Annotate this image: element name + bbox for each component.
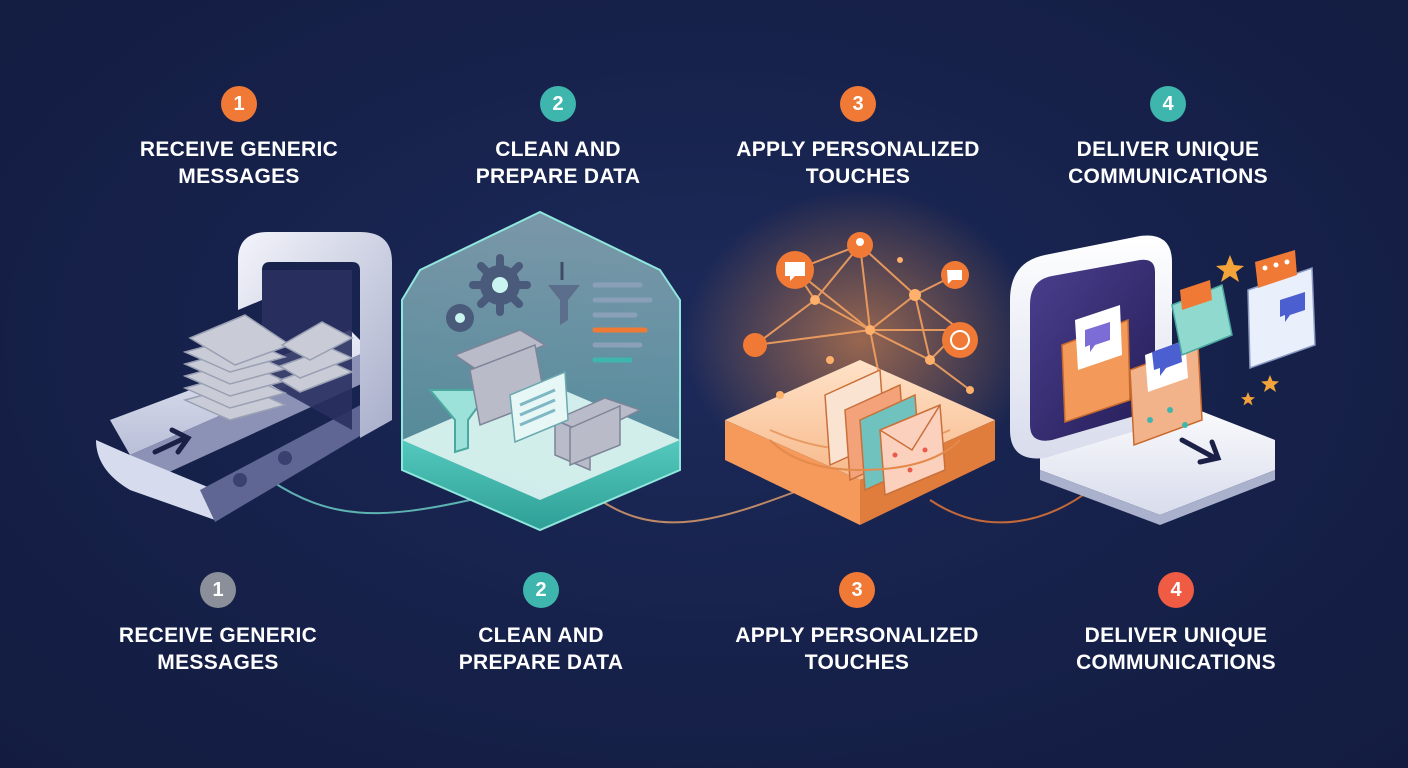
- step-title: RECEIVE GENERIC MESSAGES: [68, 622, 368, 676]
- connector-3-4: [929, 489, 1091, 524]
- step-title-line: PREPARE DATA: [458, 651, 624, 674]
- top-step-2: 2 CLEAN AND PREPARE DATA: [408, 86, 708, 190]
- step-title-line: MESSAGES: [157, 651, 279, 674]
- step-number-badge: 2: [540, 86, 576, 122]
- step-title-line: COMMUNICATIONS: [1076, 651, 1276, 674]
- step-title-line: TOUCHES: [805, 165, 911, 188]
- connector-1-2: [269, 479, 471, 515]
- step-number-badge: 1: [221, 86, 257, 122]
- step-title-line: DELIVER UNIQUE: [1084, 624, 1268, 647]
- connector-lines: [269, 479, 1091, 524]
- step-number-badge: 3: [840, 86, 876, 122]
- top-step-1: 1 RECEIVE GENERIC MESSAGES: [89, 86, 389, 190]
- step-title: CLEAN AND PREPARE DATA: [391, 622, 691, 676]
- step-title-line: CLEAN AND: [478, 624, 604, 647]
- step-title-line: APPLY PERSONALIZED: [735, 624, 979, 647]
- step-title-line: RECEIVE GENERIC: [139, 138, 339, 161]
- step-title-line: MESSAGES: [178, 165, 300, 188]
- step-number-badge: 1: [200, 572, 236, 608]
- conveyor-envelopes-icon: [96, 232, 392, 522]
- step-title-line: COMMUNICATIONS: [1068, 165, 1268, 188]
- step-title-line: PREPARE DATA: [475, 165, 641, 188]
- bottom-step-1: 1 RECEIVE GENERIC MESSAGES: [68, 572, 368, 676]
- step-number-badge: 4: [1150, 86, 1186, 122]
- bottom-step-4: 4 DELIVER UNIQUE COMMUNICATIONS: [1026, 572, 1326, 676]
- step-title-line: RECEIVE GENERIC: [118, 624, 318, 647]
- top-step-3: 3 APPLY PERSONALIZED TOUCHES: [708, 86, 1008, 190]
- bottom-step-2: 2 CLEAN AND PREPARE DATA: [391, 572, 691, 676]
- step-title: RECEIVE GENERIC MESSAGES: [89, 136, 389, 190]
- step-number-badge: 3: [839, 572, 875, 608]
- data-cleaning-gears-funnel-icon: [401, 210, 681, 532]
- step-title: APPLY PERSONALIZED TOUCHES: [707, 622, 1007, 676]
- step-title-line: DELIVER UNIQUE: [1076, 138, 1260, 161]
- step-title-line: TOUCHES: [804, 651, 910, 674]
- delivery-screen-envelopes-icon: [1010, 235, 1316, 525]
- step-title: DELIVER UNIQUE COMMUNICATIONS: [1026, 622, 1326, 676]
- top-step-4: 4 DELIVER UNIQUE COMMUNICATIONS: [1018, 86, 1318, 190]
- bottom-step-3: 3 APPLY PERSONALIZED TOUCHES: [707, 572, 1007, 676]
- step-title-line: APPLY PERSONALIZED: [736, 138, 980, 161]
- step-title-line: CLEAN AND: [495, 138, 621, 161]
- personalization-network-icon: [685, 190, 1035, 525]
- step-title: DELIVER UNIQUE COMMUNICATIONS: [1018, 136, 1318, 190]
- connector-2-3: [599, 489, 801, 524]
- step-number-badge: 4: [1158, 572, 1194, 608]
- step-number-badge: 2: [523, 572, 559, 608]
- step-title: APPLY PERSONALIZED TOUCHES: [708, 136, 1008, 190]
- step-title: CLEAN AND PREPARE DATA: [408, 136, 708, 190]
